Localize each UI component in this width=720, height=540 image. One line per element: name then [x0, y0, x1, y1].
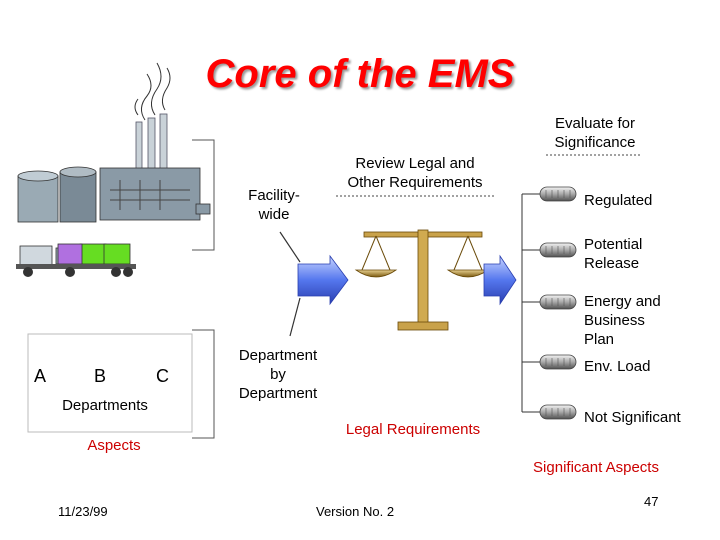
- outcome-pill-4: [539, 354, 577, 370]
- outcome-label-regulated: Regulated: [584, 192, 653, 209]
- left-arrow: [297, 254, 349, 306]
- footer-version: Version No. 2: [316, 504, 395, 519]
- factory-illustration: [17, 62, 211, 223]
- outcome-pill-2: [539, 242, 577, 258]
- significant-aspects-label: Significant Aspects: [533, 459, 659, 476]
- outcome-pill-3: [539, 294, 577, 310]
- outcome-label-not-significant: Not Significant: [584, 409, 681, 426]
- departments-label: Departments: [62, 397, 148, 414]
- evaluate-significance-label: Evaluate for Significance: [554, 115, 636, 151]
- department-letter-b: B: [94, 366, 107, 386]
- outcome-pill-5: [539, 404, 577, 420]
- tanker-truck-illustration: [16, 243, 136, 277]
- review-legal-label: Review Legal and Other Requirements: [347, 155, 483, 191]
- departments-box: [27, 333, 193, 433]
- facility-wide-label: Facility- wide: [248, 187, 300, 223]
- outcome-label-energy-business-plan: Energy and Business Plan: [584, 293, 661, 348]
- balance-scale-icon: [354, 229, 490, 331]
- outcome-label-env-load: Env. Load: [584, 358, 651, 375]
- department-letter-c: C: [156, 366, 169, 386]
- page-title: Core of the EMS: [205, 52, 515, 96]
- department-by-department-label: Department by Department: [238, 347, 318, 402]
- footer-date: 11/23/99: [58, 504, 108, 519]
- page-number: 47: [644, 494, 659, 509]
- outcome-label-potential-release: Potential Release: [584, 236, 643, 272]
- aspects-label: Aspects: [87, 437, 141, 454]
- right-arrow: [483, 254, 517, 306]
- legal-requirements-label: Legal Requirements: [345, 421, 481, 438]
- department-letter-a: A: [34, 366, 47, 386]
- outcome-pill-1: [539, 186, 577, 202]
